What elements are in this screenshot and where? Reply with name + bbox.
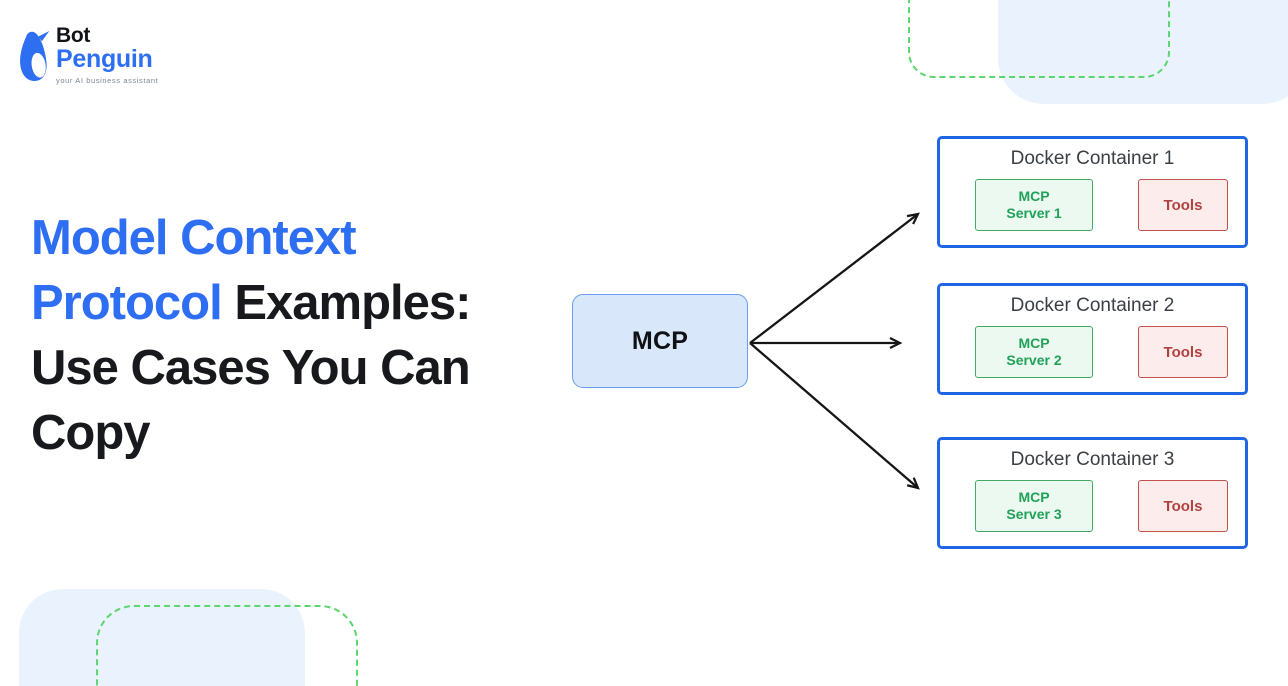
logo-text-penguin: Penguin [56,45,153,73]
arrow-hub-to-container-1 [749,212,920,344]
tools-label-1: Tools [1163,196,1203,214]
logo-text-bot: Bot [56,24,91,47]
docker-container-3: Docker Container 3 MCP Server 3 Tools [937,437,1248,549]
mcp-server-3-label-line1: MCP [1018,489,1050,505]
tools-label-3: Tools [1163,497,1203,515]
tools-node-3: Tools [1138,480,1228,532]
mcp-server-3-node: MCP Server 3 [975,480,1093,532]
decoration-blue-top-right [998,0,1288,104]
mcp-server-2-label-line2: Server 2 [1006,352,1062,368]
mcp-server-1-label-line2: Server 1 [1006,205,1062,221]
tools-label-2: Tools [1163,343,1203,361]
headline-line1: Model Context [31,211,357,265]
docker-container-1: Docker Container 1 MCP Server 1 Tools [937,136,1248,248]
decoration-dashed-top-right [908,0,1170,78]
headline-line2-highlight: Protocol [31,276,223,330]
logo-tagline: your AI business assistant [56,76,159,85]
tools-node-1: Tools [1138,179,1228,231]
docker-container-3-title: Docker Container 3 [1010,449,1175,470]
mcp-hub-label: MCP [631,326,689,355]
page-title: Model Context Protocol Examples: Use Cas… [31,206,571,466]
headline-line2-rest: Examples: [221,276,471,330]
headline-line4: Copy [31,406,150,460]
decoration-dashed-bottom-left [96,605,358,686]
headline-line3: Use Cases You Can [31,341,471,395]
mcp-server-2-node: MCP Server 2 [975,326,1093,378]
mcp-server-1-node: MCP Server 1 [975,179,1093,231]
arrow-hub-to-container-3 [749,342,920,490]
docker-container-1-title: Docker Container 1 [1010,148,1175,169]
botpenguin-logo: Bot Penguin your AI business assistant [16,25,158,85]
mcp-server-2-label-line1: MCP [1018,335,1050,351]
tools-node-2: Tools [1138,326,1228,378]
mcp-hub-node: MCP [572,294,748,388]
mcp-server-3-label-line2: Server 3 [1006,506,1062,522]
docker-container-2: Docker Container 2 MCP Server 2 Tools [937,283,1248,395]
docker-container-2-title: Docker Container 2 [1010,295,1175,316]
mcp-server-1-label-line1: MCP [1018,188,1050,204]
penguin-icon [20,31,50,81]
